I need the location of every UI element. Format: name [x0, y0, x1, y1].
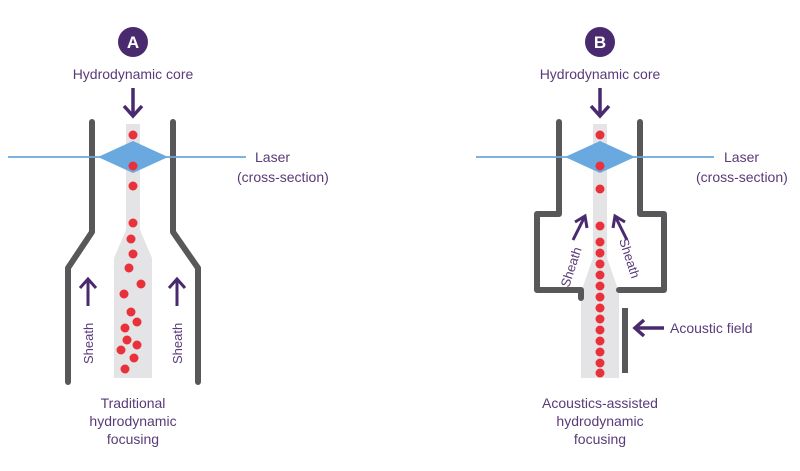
core-label-b: Hydrodynamic core	[540, 66, 661, 82]
particle	[595, 358, 605, 368]
caption-b-line2: hydrodynamic	[556, 413, 643, 429]
badge-b	[585, 27, 615, 57]
particles-b	[595, 130, 605, 378]
sheath-label-left-a: Sheath	[81, 323, 96, 364]
laser-label-b-2: (cross-section)	[696, 169, 788, 185]
particle	[126, 307, 136, 317]
wall-right-b	[616, 119, 667, 293]
acoustic-arrow	[632, 318, 664, 338]
sheath-arrow-left-a	[78, 276, 98, 306]
particle	[595, 161, 605, 171]
particle	[595, 221, 605, 231]
particles-a	[116, 130, 146, 374]
sheath-arrow-right-a	[167, 276, 187, 306]
core-arrow-a	[122, 88, 144, 119]
particle	[595, 130, 605, 140]
laser-spot-b	[565, 141, 635, 173]
sheath-arrow-left-b	[571, 213, 589, 241]
laser-label-a: Laser	[255, 149, 290, 165]
caption-a-line2: hydrodynamic	[89, 413, 176, 429]
caption-b-line1: Acoustics-assisted	[542, 395, 658, 411]
particle	[595, 368, 605, 378]
particle	[126, 234, 136, 244]
particle	[122, 335, 132, 345]
badge-b-text: B	[594, 33, 606, 52]
particle	[595, 184, 605, 194]
particle	[595, 259, 605, 269]
laser-label-a-line2: (cross-section)	[237, 169, 329, 185]
laser-label-a-line1: Laser	[255, 149, 290, 165]
sheath-label-right-a: Sheath	[170, 323, 185, 364]
panel-b: B Hydrodynamic core Laser (cross-section…	[476, 27, 788, 447]
caption-b-line3: focusing	[574, 431, 626, 447]
caption-a-line3: focusing	[107, 431, 159, 447]
particle	[128, 181, 138, 191]
core-label-a: Hydrodynamic core	[73, 66, 194, 82]
caption-a-line1: Traditional	[101, 395, 166, 411]
particle	[132, 340, 142, 350]
sheath-label-left-b: Sheath	[558, 245, 585, 289]
particle	[595, 270, 605, 280]
particle	[595, 292, 605, 302]
particle	[595, 237, 605, 247]
laser-label-b: Laser	[724, 149, 759, 165]
badge-a	[118, 27, 148, 57]
wall-left-a	[65, 119, 95, 385]
particle	[128, 249, 138, 259]
wall-right-a	[170, 119, 201, 385]
particle	[120, 364, 130, 374]
particle	[595, 347, 605, 357]
acoustic-transducer	[622, 308, 628, 373]
wall-left-b	[534, 119, 584, 301]
laser-spot-a	[98, 141, 168, 173]
particle	[124, 263, 134, 273]
particle	[128, 218, 138, 228]
particle	[136, 279, 146, 289]
panel-a: A Hydrodynamic core Laser (cross-section…	[8, 27, 329, 447]
particle	[128, 161, 138, 171]
sheath-label-right-b: Sheath	[616, 236, 643, 280]
particle	[120, 323, 130, 333]
acoustic-field-label: Acoustic field	[670, 320, 752, 336]
particle	[595, 248, 605, 258]
particle	[128, 130, 138, 140]
badge-a-text: A	[127, 33, 139, 52]
sheath-arrow-right-b	[611, 213, 629, 241]
particle	[116, 345, 126, 355]
particle	[132, 317, 142, 327]
core-arrow-b	[589, 88, 611, 119]
laser-label-b-line1: Laser	[724, 149, 759, 165]
laser-label-b-line2: (cross-section)	[696, 169, 788, 185]
particle	[129, 353, 139, 363]
particle	[119, 289, 129, 299]
particle	[595, 281, 605, 291]
particle	[595, 325, 605, 335]
particle	[595, 303, 605, 313]
particle	[595, 314, 605, 324]
laser-label-a-2: (cross-section)	[237, 169, 329, 185]
particle	[595, 336, 605, 346]
